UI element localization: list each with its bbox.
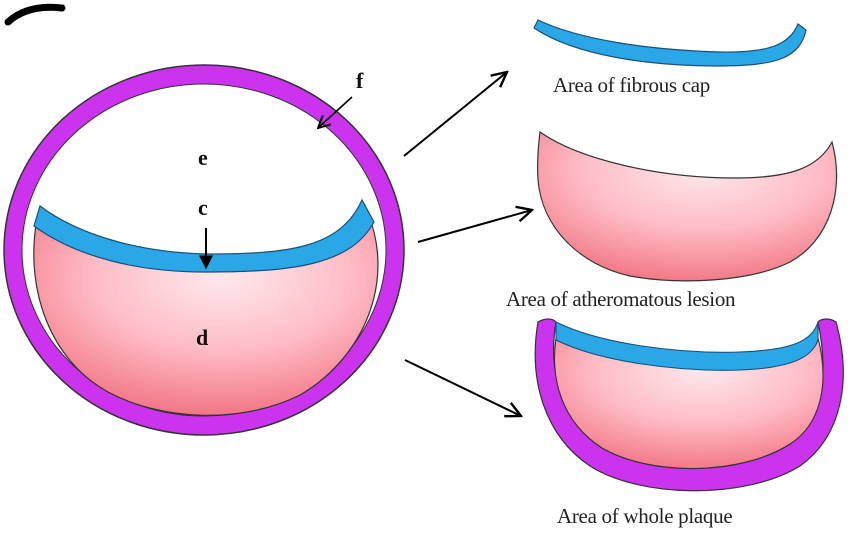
corner-fragment — [8, 7, 62, 22]
label-f: f — [356, 68, 364, 93]
arrow-to-whole-plaque — [405, 360, 521, 416]
fibrous-cap-shape — [534, 20, 806, 66]
label-d: d — [196, 325, 208, 350]
caption-atheromatous-lesion: Area of atheromatous lesion — [506, 287, 736, 311]
atheromatous-lesion-shape — [538, 132, 837, 281]
label-e: e — [198, 145, 208, 170]
arrow-to-atheromatous-lesion — [418, 210, 532, 242]
caption-whole-plaque: Area of whole plaque — [557, 504, 732, 528]
whole-plaque-shape — [535, 319, 843, 491]
arrow-to-fibrous-cap — [404, 72, 507, 156]
vessel-cross-section — [4, 65, 404, 435]
label-c: c — [198, 195, 208, 220]
caption-fibrous-cap: Area of fibrous cap — [553, 73, 710, 97]
